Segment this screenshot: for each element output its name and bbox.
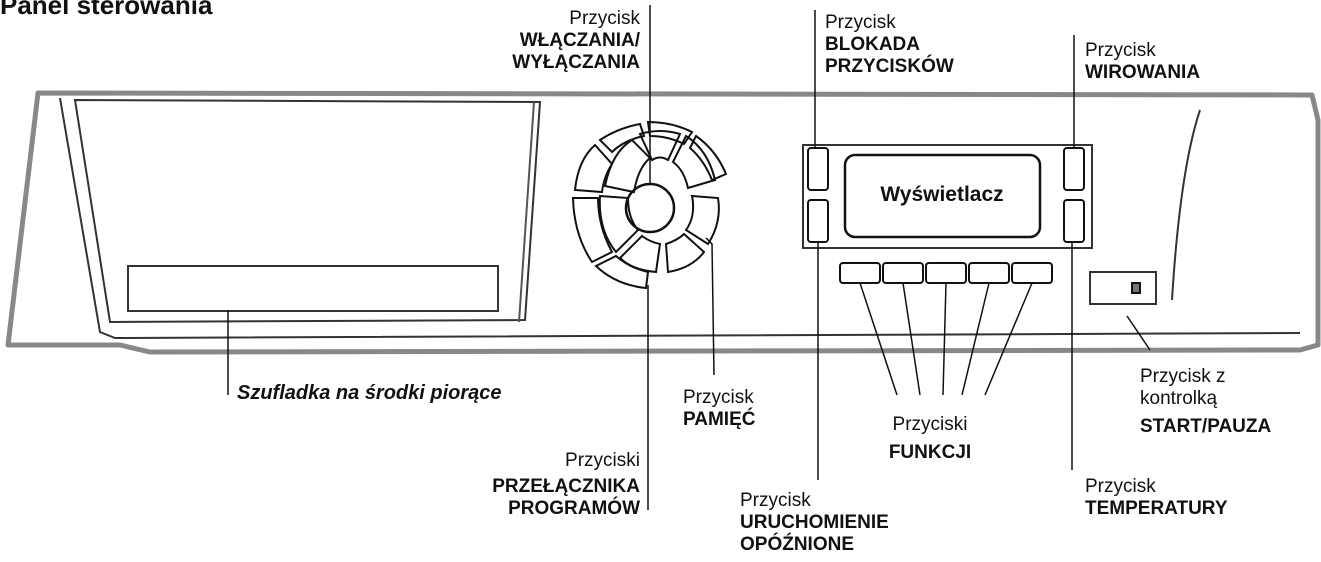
drawer-label: Szufladka na środki piorące: [237, 382, 502, 404]
label-power: Przycisk WŁĄCZANIA/ WYŁĄCZANIA: [512, 8, 640, 73]
panel-right-curve: [1171, 109, 1201, 301]
panel-outline: [5, 90, 1321, 355]
leader-function-3: [942, 282, 947, 396]
key-lock-button: [807, 147, 829, 191]
function-button-5: [1011, 262, 1053, 284]
display-module: [802, 144, 1093, 249]
label-functions: Przyciski FUNKCJI: [888, 414, 972, 463]
function-button-1: [839, 262, 881, 284]
diagram-title: Panel sterowania: [0, 0, 213, 20]
delayed-start-button: [807, 199, 829, 243]
function-button-4: [968, 262, 1010, 284]
start-pause-button: [1089, 271, 1157, 305]
function-button-3: [925, 262, 967, 284]
leader-function-1: [859, 282, 898, 396]
temperature-button: [1063, 199, 1085, 243]
leader-function-4: [961, 282, 990, 396]
display-screen: [843, 153, 1042, 239]
panel-inner-edge: [59, 97, 1301, 340]
function-button-2: [882, 262, 924, 284]
leader-memory: [705, 237, 715, 376]
program-selector-ring: [571, 120, 728, 290]
label-start-pause: Przycisk z kontrolką START/PAUZA: [1140, 366, 1272, 437]
label-spin: Przycisk WIROWANIA: [1085, 40, 1201, 83]
label-key-lock: Przycisk BLOKADA PRZYCISKÓW: [825, 12, 954, 77]
display-label: Wyświetlacz: [880, 183, 1004, 206]
power-button: [624, 182, 676, 234]
leader-function-5: [984, 282, 1033, 396]
drawer-front: [73, 98, 542, 324]
leader-start-pause: [1126, 315, 1151, 351]
label-temperature: Przycisk TEMPERATURY: [1085, 476, 1228, 519]
label-program-selector: Przyciski PRZEŁĄCZNIKA PROGRAMÓW: [492, 450, 640, 519]
leader-function-2: [902, 282, 921, 396]
drawer-handle: [127, 265, 499, 312]
spin-button: [1063, 147, 1085, 191]
label-delayed-start: Przycisk URUCHOMIENIE OPÓŹNIONE: [740, 490, 889, 555]
label-memory: Przycisk PAMIĘĆ: [683, 387, 756, 430]
start-pause-indicator: [1131, 282, 1141, 294]
